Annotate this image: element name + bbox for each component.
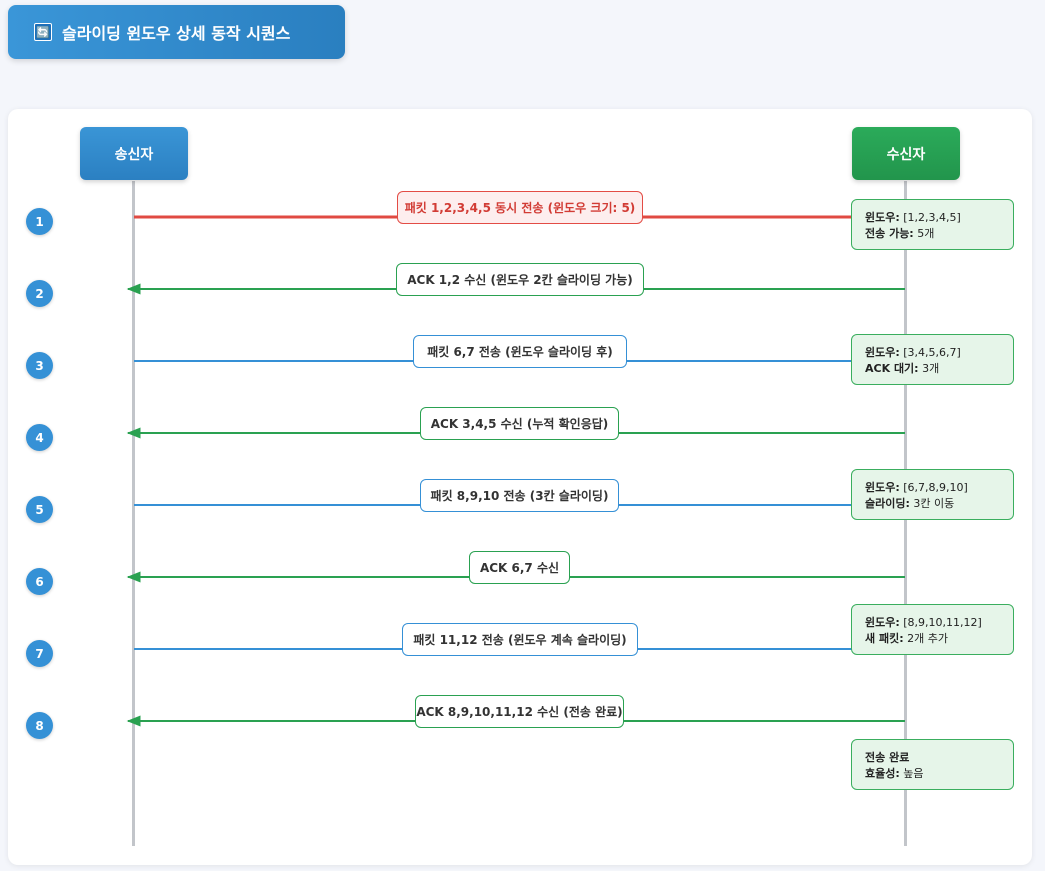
step-number-8: 8 <box>26 712 53 739</box>
step-number-4: 4 <box>26 424 53 451</box>
step-number-1: 1 <box>26 208 53 235</box>
message-label-6: ACK 6,7 수신 <box>469 551 570 584</box>
message-label-8: ACK 8,9,10,11,12 수신 (전송 완료) <box>415 695 624 728</box>
message-label-7: 패킷 11,12 전송 (윈도우 계속 슬라이딩) <box>402 623 638 656</box>
refresh-icon: 🔄 <box>34 23 52 41</box>
completion-note: 전송 완료 효율성: 높음 <box>851 739 1014 790</box>
step-number-7: 7 <box>26 640 53 667</box>
sender-actor: 송신자 <box>80 127 188 180</box>
step-number-5: 5 <box>26 496 53 523</box>
step-number-6: 6 <box>26 568 53 595</box>
message-label-4: ACK 3,4,5 수신 (누적 확인응답) <box>420 407 619 440</box>
sender-lifeline <box>132 181 135 846</box>
receiver-actor: 수신자 <box>852 127 960 180</box>
page-title: 🔄 슬라이딩 윈도우 상세 동작 시퀀스 <box>8 5 345 59</box>
window-state-note-1: 윈도우: [1,2,3,4,5] 전송 가능: 5개 <box>851 199 1014 250</box>
message-label-2: ACK 1,2 수신 (윈도우 2칸 슬라이딩 가능) <box>396 263 644 296</box>
message-label-5: 패킷 8,9,10 전송 (3칸 슬라이딩) <box>420 479 619 512</box>
window-state-note-4: 윈도우: [8,9,10,11,12] 새 패킷: 2개 추가 <box>851 604 1014 655</box>
step-number-3: 3 <box>26 352 53 379</box>
step-number-2: 2 <box>26 280 53 307</box>
message-label-3: 패킷 6,7 전송 (윈도우 슬라이딩 후) <box>413 335 627 368</box>
window-state-note-3: 윈도우: [6,7,8,9,10] 슬라이딩: 3칸 이동 <box>851 469 1014 520</box>
message-label-1: 패킷 1,2,3,4,5 동시 전송 (윈도우 크기: 5) <box>397 191 643 224</box>
page-title-text: 슬라이딩 윈도우 상세 동작 시퀀스 <box>62 24 291 43</box>
window-state-note-2: 윈도우: [3,4,5,6,7] ACK 대기: 3개 <box>851 334 1014 385</box>
